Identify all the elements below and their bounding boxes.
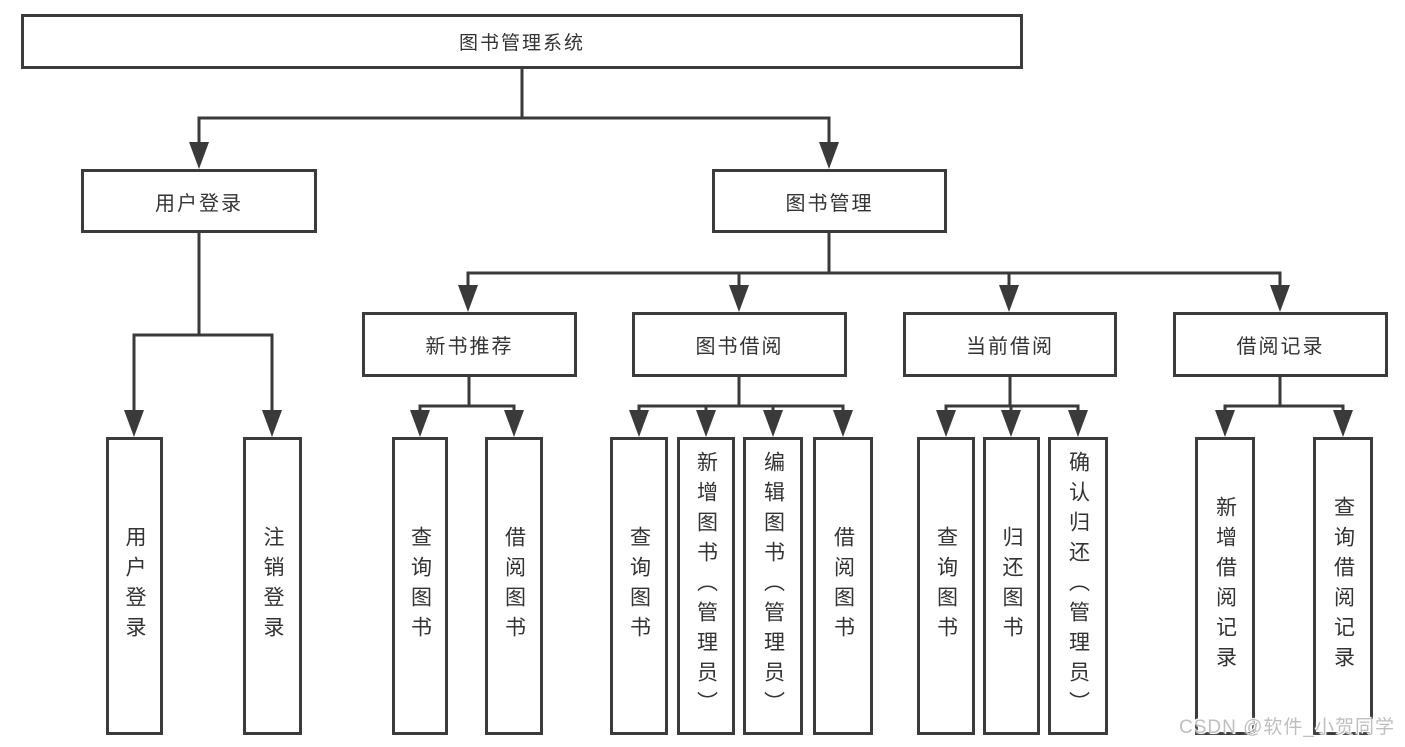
leaf-current-query-books: 查询图书 bbox=[917, 437, 975, 735]
arrowhead bbox=[936, 410, 956, 437]
node-borrow-records: 借阅记录 bbox=[1173, 312, 1388, 377]
arrowhead bbox=[504, 410, 524, 437]
arrowhead bbox=[262, 410, 282, 437]
arrowhead bbox=[833, 410, 853, 437]
leaf-query-borrow-record: 查询借阅记录 bbox=[1313, 437, 1373, 735]
arrowhead bbox=[124, 410, 144, 437]
edge-current-borrow-to-leaves bbox=[944, 375, 1080, 418]
leaf-borrow-query-books-label: 查询图书 bbox=[627, 526, 651, 646]
arrowhead bbox=[1270, 285, 1290, 312]
arrowhead bbox=[763, 410, 783, 437]
arrowhead bbox=[410, 410, 430, 437]
node-book-management: 图书管理 bbox=[712, 169, 947, 233]
leaf-confirm-return-admin-label: 确认归还（管理员） bbox=[1066, 451, 1090, 721]
leaf-query-borrow-record-label: 查询借阅记录 bbox=[1331, 496, 1355, 676]
arrowhead bbox=[1001, 410, 1021, 437]
arrowhead bbox=[1068, 410, 1088, 437]
edge-root-to-level2 bbox=[197, 67, 831, 152]
node-new-book-recommend-label: 新书推荐 bbox=[425, 336, 514, 358]
edge-new-book-recommend-to-leaves bbox=[418, 375, 516, 418]
arrowhead bbox=[458, 285, 478, 312]
arrowhead bbox=[189, 142, 209, 169]
edge-book-management-to-level3 bbox=[466, 231, 1282, 294]
leaf-logout-label: 注销登录 bbox=[261, 526, 285, 646]
node-borrow-records-label: 借阅记录 bbox=[1236, 336, 1325, 358]
leaf-edit-books-admin: 编辑图书（管理员） bbox=[743, 437, 803, 735]
leaf-recommend-borrow-books: 借阅图书 bbox=[485, 437, 543, 735]
node-user-login-label: 用户登录 bbox=[155, 192, 243, 215]
leaf-logout: 注销登录 bbox=[243, 437, 302, 735]
node-book-borrow-label: 图书借阅 bbox=[695, 336, 784, 358]
leaf-edit-books-admin-label: 编辑图书（管理员） bbox=[761, 451, 785, 721]
arrowhead bbox=[1333, 410, 1353, 437]
node-root-label: 图书管理系统 bbox=[458, 33, 585, 54]
leaf-recommend-query-books-label: 查询图书 bbox=[408, 526, 432, 646]
leaf-return-books: 归还图书 bbox=[983, 437, 1040, 735]
leaf-current-query-books-label: 查询图书 bbox=[934, 526, 958, 646]
leaf-user-login-label: 用户登录 bbox=[123, 526, 147, 646]
arrowhead bbox=[819, 142, 839, 169]
node-user-login: 用户登录 bbox=[81, 169, 317, 233]
edge-book-borrow-to-leaves bbox=[637, 375, 845, 418]
arrowhead bbox=[1215, 410, 1235, 437]
leaf-user-login: 用户登录 bbox=[106, 437, 163, 735]
node-new-book-recommend: 新书推荐 bbox=[362, 312, 577, 377]
leaf-add-borrow-record-label: 新增借阅记录 bbox=[1213, 496, 1237, 676]
node-current-borrow: 当前借阅 bbox=[903, 312, 1117, 377]
edge-user-login-to-leaves bbox=[132, 231, 274, 417]
arrowhead bbox=[729, 285, 749, 312]
csdn-watermark: CSDN @软件_小贺同学 bbox=[1179, 717, 1395, 738]
leaf-borrow-books-label: 借阅图书 bbox=[831, 526, 855, 646]
leaf-add-borrow-record: 新增借阅记录 bbox=[1195, 437, 1255, 735]
leaf-add-books-admin: 新增图书（管理员） bbox=[677, 437, 735, 735]
edge-borrow-records-to-leaves bbox=[1223, 375, 1345, 418]
leaf-confirm-return-admin: 确认归还（管理员） bbox=[1048, 437, 1108, 735]
leaf-return-books-label: 归还图书 bbox=[1000, 526, 1024, 646]
arrowhead bbox=[999, 285, 1019, 312]
node-book-borrow: 图书借阅 bbox=[632, 312, 847, 377]
node-book-management-label: 图书管理 bbox=[785, 192, 874, 215]
leaf-borrow-books: 借阅图书 bbox=[813, 437, 873, 735]
leaf-recommend-borrow-books-label: 借阅图书 bbox=[502, 526, 526, 646]
arrowhead bbox=[629, 410, 649, 437]
leaf-add-books-admin-label: 新增图书（管理员） bbox=[694, 451, 718, 721]
node-current-borrow-label: 当前借阅 bbox=[966, 336, 1054, 358]
leaf-recommend-query-books: 查询图书 bbox=[392, 437, 448, 735]
leaf-borrow-query-books: 查询图书 bbox=[610, 437, 668, 735]
arrowhead bbox=[696, 410, 716, 437]
node-root: 图书管理系统 bbox=[21, 14, 1023, 69]
